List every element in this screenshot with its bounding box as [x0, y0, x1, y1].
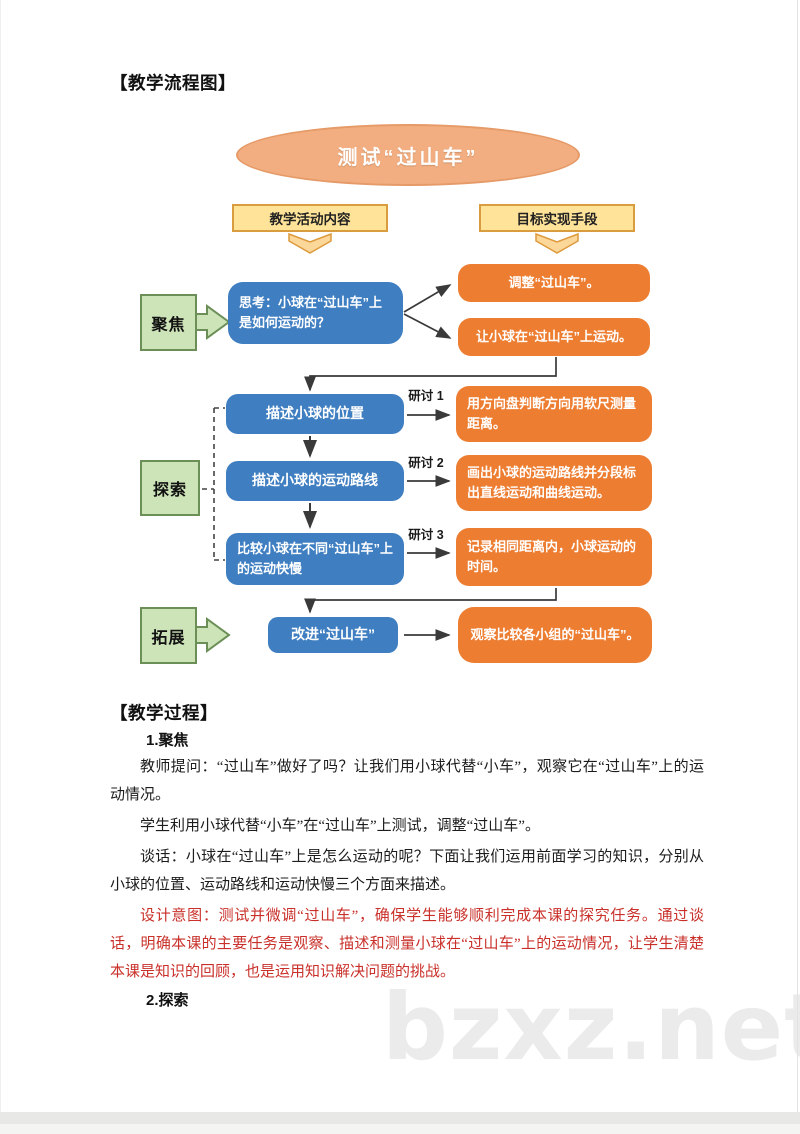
diagram-title-ellipse: 测试“过山车” — [236, 124, 580, 186]
flow-node-describe-position: 描述小球的位置 — [226, 394, 404, 434]
right-column-header: 目标实现手段 — [479, 204, 635, 232]
flow-connectors — [202, 284, 557, 641]
design-intent-note: 设计意图：测试并微调“过山车”，确保学生能够顺利完成本课的探究任务。通过谈话，明… — [110, 908, 704, 980]
flow-node-seminar-2-method: 画出小球的运动路线并分段标出直线运动和曲线运动。 — [456, 455, 652, 511]
stage-box-extend: 拓展 — [140, 607, 197, 664]
stage-box-explore: 探索 — [140, 460, 200, 516]
flow-node-adjust: 调整“过山车”。 — [458, 264, 650, 302]
flow-node-seminar-1-method: 用方向盘判断方向用软尺测量距离。 — [456, 386, 652, 442]
watermark: bzxz.net — [382, 974, 800, 1081]
section-1-title: 1.聚焦 — [146, 732, 189, 749]
flow-node-think: 思考：小球在“过山车”上是如何运动的？ — [228, 282, 403, 344]
down-chevron-arrow — [288, 232, 332, 254]
paragraph-student-test: 学生利用小球代替“小车”在“过山车”上测试，调整“过山车”。 — [140, 818, 540, 834]
flowchart-heading: 【教学流程图】 — [110, 73, 236, 93]
paragraph-teacher-question: 教师提问：“过山车”做好了吗？让我们用小球代替“小车”，观察它在“过山车”上的运… — [110, 759, 704, 803]
flow-node-describe-route: 描述小球的运动路线 — [226, 461, 404, 501]
flow-node-run: 让小球在“过山车”上运动。 — [458, 318, 650, 356]
teaching-process-section: 【教学过程】 1.聚焦 教师提问：“过山车”做好了吗？让我们用小球代替“小车”，… — [110, 700, 704, 1013]
flow-node-seminar-3-method: 记录相同距离内，小球运动的时间。 — [456, 528, 652, 586]
page-bottom-strip — [0, 1112, 800, 1124]
right-arrow-shape — [195, 617, 231, 653]
paragraph-talk: 谈话：小球在“过山车”上是怎么运动的呢？下面让我们运用前面学习的知识，分别从小球… — [110, 849, 704, 893]
down-chevron-arrow — [535, 232, 579, 254]
process-heading: 【教学过程】 — [110, 703, 218, 723]
tag-seminar-1: 研讨 1 — [408, 389, 444, 403]
flow-node-observe: 观察比较各小组的“过山车”。 — [458, 607, 652, 663]
stage-box-focus: 聚焦 — [140, 294, 197, 351]
flow-node-improve: 改进“过山车” — [268, 617, 398, 653]
flow-node-compare-speed: 比较小球在不同“过山车”上的运动快慢 — [226, 533, 404, 585]
tag-seminar-3: 研讨 3 — [408, 528, 444, 542]
page-left-edge — [0, 0, 1, 1112]
section-2-title: 2.探索 — [146, 992, 189, 1009]
page-right-edge — [797, 0, 798, 1112]
left-column-header: 教学活动内容 — [232, 204, 388, 232]
tag-seminar-2: 研讨 2 — [408, 456, 444, 470]
right-arrow-shape — [195, 304, 231, 340]
page-bottom-background — [0, 1124, 800, 1134]
